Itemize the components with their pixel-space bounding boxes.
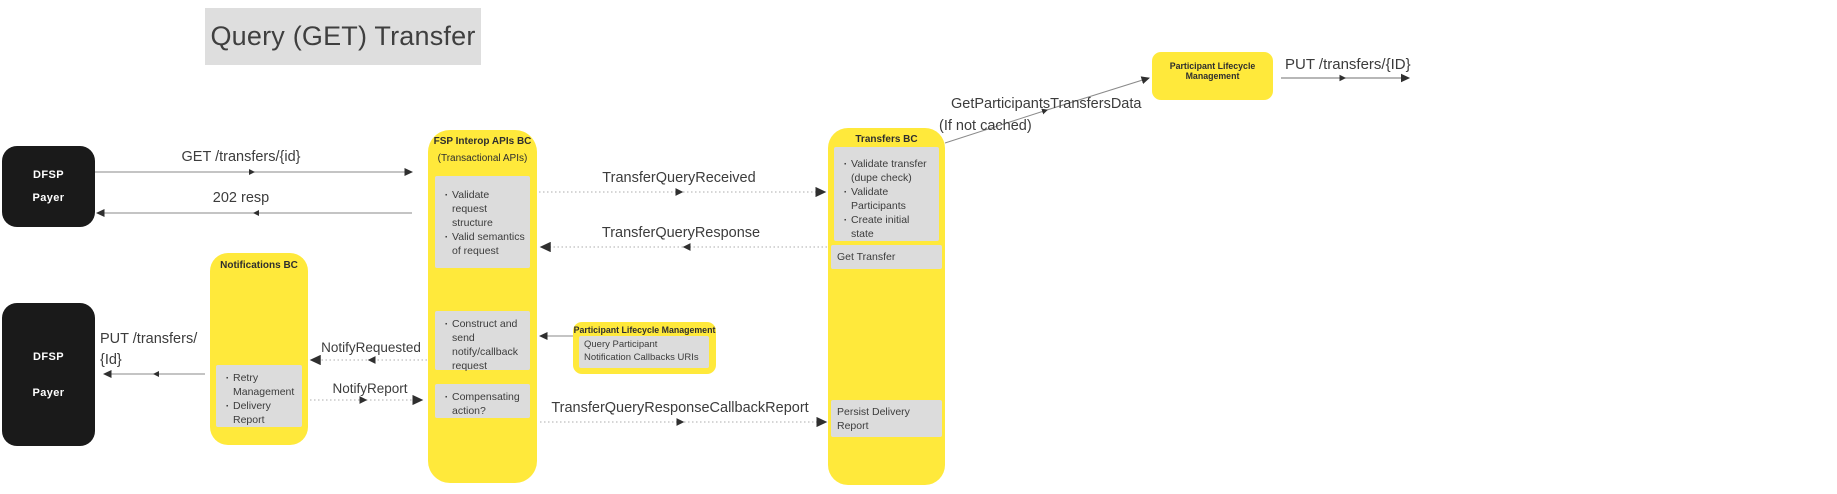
bullet-item: ·Construct and send notify/callback requ…	[441, 317, 525, 373]
node-title: Notifications BC	[220, 260, 298, 271]
node-title: FSP Interop APIs BC	[433, 136, 532, 147]
node-title: Transfers BC	[855, 134, 918, 145]
bullet-item: ·Validate Participants	[840, 185, 934, 213]
actor-line1: DFSP	[33, 350, 64, 363]
label-transfer-query-response-callback-report: TransferQueryResponseCallbackReport	[551, 400, 809, 416]
label-202-resp: 202 resp	[212, 190, 270, 206]
node-dfsp-payer-bottom[interactable]: DFSP Payer	[2, 303, 95, 446]
node-title: Participant Lifecycle Management	[573, 325, 716, 335]
bullet-icon: ·	[225, 400, 230, 413]
bullet-item: ·Delivery Report	[222, 399, 297, 427]
node-fsp-interop-apis-bc[interactable]: FSP Interop APIs BC (Transactional APIs)…	[428, 130, 537, 483]
bullet-icon: ·	[843, 158, 848, 170]
node-transfers-bc[interactable]: Transfers BC ·Validate transfer (dupe ch…	[828, 128, 945, 485]
fsp-validate-box: ·Validate request structure ·Valid seman…	[435, 176, 530, 268]
bullet-icon: ·	[225, 372, 230, 384]
bullet-item: ·Compensating action?	[441, 390, 525, 418]
bullet-item: ·Validate transfer (dupe check)	[840, 157, 934, 185]
bullet-icon: ·	[843, 186, 848, 199]
node-participant-lifecycle-management-top[interactable]: Participant Lifecycle Management	[1152, 52, 1273, 100]
label-transfer-query-response: TransferQueryResponse	[601, 225, 761, 241]
bullet-item: ·Create initial state	[840, 213, 934, 241]
label-if-not-cached: (If not cached)	[939, 118, 1032, 134]
plm-query-box: Query Participant Notification Callbacks…	[579, 336, 709, 368]
label-notify-report: NotifyReport	[332, 381, 408, 396]
actor-line1: DFSP	[33, 169, 64, 181]
bullet-icon: ·	[444, 318, 449, 330]
bullet-icon: ·	[444, 189, 449, 201]
bullet-icon: ·	[444, 391, 449, 403]
notifications-task-box: ·Retry Management ·Delivery Report	[216, 365, 302, 427]
label-notify-requested: NotifyRequested	[321, 340, 421, 355]
transfers-persist-delivery-box: Persist Delivery Report	[831, 400, 942, 437]
node-notifications-bc[interactable]: Notifications BC ·Retry Management ·Deli…	[210, 253, 308, 445]
node-subtitle: (Transactional APIs)	[437, 153, 528, 164]
label-transfer-query-received: TransferQueryReceived	[602, 170, 756, 186]
fsp-construct-box: ·Construct and send notify/callback requ…	[435, 311, 530, 373]
label-get-transfers: GET /transfers/{id}	[181, 149, 301, 165]
bullet-icon: ·	[843, 214, 848, 227]
transfers-get-transfer-box: Get Transfer	[831, 245, 942, 269]
fsp-compensating-box: ·Compensating action?	[435, 384, 530, 418]
label-get-participants-transfers-data: GetParticipantsTransfersData	[951, 96, 1142, 112]
actor-line2: Payer	[32, 192, 65, 204]
bullet-icon: ·	[444, 231, 449, 244]
bullet-item: ·Retry Management	[222, 371, 297, 399]
label-put-transfers-id-top: PUT /transfers/{ID}	[1285, 56, 1411, 73]
bullet-item: ·Validate request structure	[441, 188, 525, 230]
label-put-transfers-left-line1: PUT /transfers/	[100, 331, 198, 347]
node-title: Participant Lifecycle Management	[1169, 61, 1256, 82]
label-put-transfers-left-line2: {Id}	[100, 352, 122, 368]
bullet-item: ·Valid semantics of request	[441, 230, 525, 258]
page-title-text: Query (GET) Transfer	[210, 21, 476, 51]
transfers-validate-box: ·Validate transfer (dupe check) ·Validat…	[834, 147, 939, 241]
node-participant-lifecycle-management-mid[interactable]: Participant Lifecycle Management Query P…	[573, 322, 716, 374]
page-title: Query (GET) Transfer	[205, 8, 481, 65]
actor-line2: Payer	[32, 386, 65, 399]
node-dfsp-payer-top[interactable]: DFSP Payer	[2, 146, 95, 227]
